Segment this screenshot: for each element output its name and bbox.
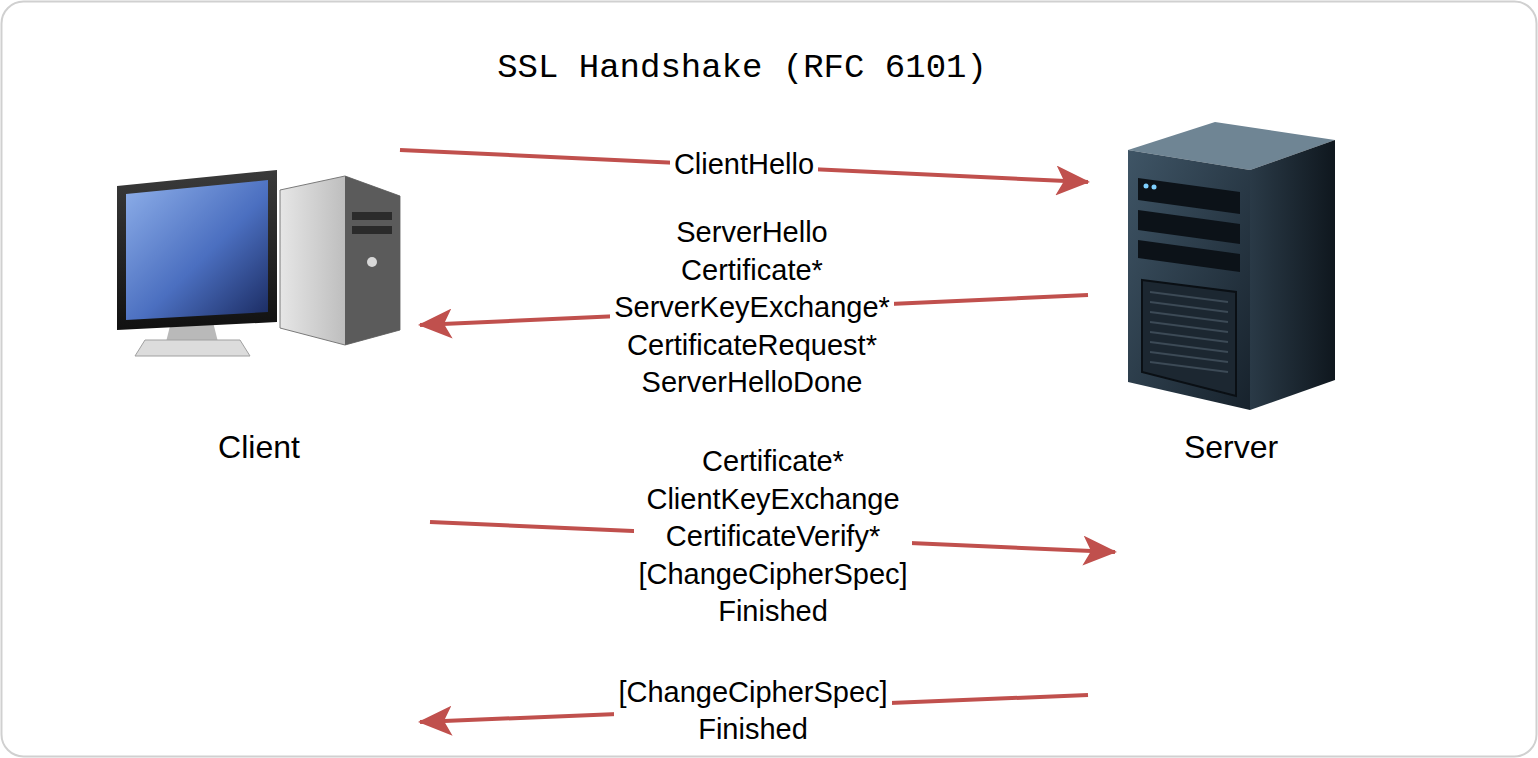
message-label: ServerHello Certificate* ServerKeyExchan… [610, 214, 894, 402]
client-computer: Client [110, 140, 420, 740]
server-tower: Server [1088, 110, 1348, 740]
server-icon [1088, 110, 1348, 740]
message-label: [ChangeCipherSpec] Finished [614, 674, 891, 749]
diagram-title: SSL Handshake (RFC 6101) [497, 48, 987, 88]
message-label: ClientHello [670, 146, 818, 184]
message-label: Certificate* ClientKeyExchange Certifica… [634, 443, 911, 631]
node-label: Client [218, 428, 300, 466]
node-label: Server [1184, 428, 1278, 466]
